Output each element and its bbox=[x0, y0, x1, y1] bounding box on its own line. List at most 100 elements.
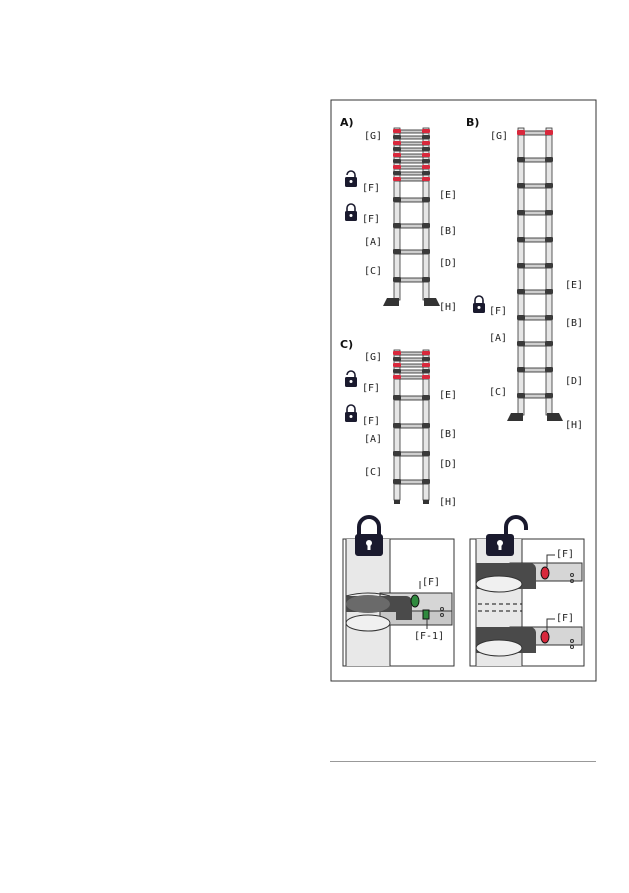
lock-icon bbox=[345, 170, 357, 187]
panel-b-title: B) bbox=[466, 116, 479, 129]
ladder-foot bbox=[424, 298, 440, 306]
rung-clamp bbox=[545, 210, 553, 215]
rung-clamp bbox=[393, 165, 401, 169]
label-b-g: [G] bbox=[490, 131, 508, 142]
rung-clamp bbox=[545, 315, 553, 320]
panel-a-title: A) bbox=[340, 116, 354, 129]
rung-clamp bbox=[393, 147, 401, 151]
rung-clamp bbox=[517, 210, 525, 215]
label-detail-f: [F] bbox=[422, 577, 440, 588]
rung-clamp bbox=[393, 177, 401, 181]
detail-locked: [F] [F-1] bbox=[342, 515, 455, 667]
rung-clamp bbox=[422, 141, 430, 145]
rung-clamp bbox=[393, 277, 401, 282]
ladder-a-illustration bbox=[383, 127, 440, 306]
rung-clamp bbox=[422, 135, 430, 139]
rung-clamp bbox=[393, 375, 401, 379]
rung-clamp bbox=[422, 277, 430, 282]
rung-clamp bbox=[393, 451, 401, 456]
detail-unlocked: [F] [F] bbox=[469, 515, 585, 667]
rung-clamp bbox=[517, 341, 525, 346]
ladder-foot bbox=[507, 413, 523, 421]
rung-clamp bbox=[545, 130, 553, 135]
rung-clamp bbox=[422, 423, 430, 428]
ladder-foot bbox=[547, 413, 563, 421]
rung-clamp bbox=[393, 351, 401, 355]
label-a-f2: [F] bbox=[362, 214, 380, 225]
rung-clamp bbox=[393, 357, 401, 361]
rung-clamp bbox=[422, 177, 430, 181]
label-detail-f-bottom: [F] bbox=[556, 613, 574, 624]
rung-clamp bbox=[393, 153, 401, 157]
green-indicator bbox=[410, 594, 420, 608]
label-c-h: [H] bbox=[439, 497, 457, 508]
lock-icon bbox=[345, 370, 357, 387]
rung-clamp bbox=[393, 249, 401, 254]
ladder-foot bbox=[394, 500, 400, 504]
rung-clamp bbox=[517, 130, 525, 135]
label-c-a: [A] bbox=[364, 434, 382, 445]
rung-clamp bbox=[517, 183, 525, 188]
rung-clamp bbox=[422, 159, 430, 163]
rung-clamp bbox=[422, 171, 430, 175]
label-a-g: [G] bbox=[364, 131, 382, 142]
label-b-c: [C] bbox=[489, 387, 507, 398]
rung-clamp bbox=[422, 357, 430, 361]
lock-icon bbox=[345, 404, 357, 422]
rung-clamp bbox=[545, 393, 553, 398]
rung-clamp bbox=[422, 363, 430, 367]
ladder-c-illustration bbox=[393, 349, 430, 504]
label-c-d: [D] bbox=[439, 459, 457, 470]
red-indicator bbox=[540, 566, 550, 580]
rung-clamp bbox=[422, 395, 430, 400]
label-c-f1: [F] bbox=[362, 383, 380, 394]
panel-c-title: C) bbox=[340, 338, 353, 351]
rung-clamp bbox=[422, 369, 430, 373]
rung-clamp bbox=[545, 263, 553, 268]
label-c-e: [E] bbox=[439, 390, 457, 401]
label-c-b: [B] bbox=[439, 429, 457, 440]
red-indicator bbox=[540, 630, 550, 644]
lock-icon bbox=[355, 515, 383, 556]
rung-clamp bbox=[545, 367, 553, 372]
label-c-c: [C] bbox=[364, 467, 382, 478]
label-b-d: [D] bbox=[565, 376, 583, 387]
rung-clamp bbox=[517, 157, 525, 162]
label-detail-f-top: [F] bbox=[556, 549, 574, 560]
rung-clamp bbox=[545, 341, 553, 346]
label-a-d: [D] bbox=[439, 258, 457, 269]
label-b-h: [H] bbox=[565, 420, 583, 431]
rung-clamp bbox=[422, 479, 430, 484]
rung-clamp bbox=[422, 197, 430, 202]
rung-clamp bbox=[517, 367, 525, 372]
rung-clamp bbox=[517, 289, 525, 294]
rung-clamp bbox=[422, 375, 430, 379]
rung-clamp bbox=[422, 147, 430, 151]
rung-clamp bbox=[422, 165, 430, 169]
rung-clamp bbox=[545, 289, 553, 294]
rung-clamp bbox=[393, 369, 401, 373]
label-b-e: [E] bbox=[565, 280, 583, 291]
bottom-rule bbox=[330, 761, 596, 762]
rung-clamp bbox=[393, 423, 401, 428]
lock-icon bbox=[473, 295, 485, 313]
panel-a: A) [G] [F] [E] [F] [B] [A] [D] [C] [H] bbox=[340, 116, 457, 313]
rung-clamp bbox=[545, 183, 553, 188]
rung-clamp bbox=[393, 159, 401, 163]
ladder-foot bbox=[383, 298, 399, 306]
rung-clamp bbox=[517, 393, 525, 398]
label-a-e: [E] bbox=[439, 190, 457, 201]
rung-clamp bbox=[393, 171, 401, 175]
label-b-f: [F] bbox=[489, 306, 507, 317]
rung-clamp bbox=[422, 249, 430, 254]
rung-clamp bbox=[393, 479, 401, 484]
label-a-h: [H] bbox=[439, 302, 457, 313]
label-b-b: [B] bbox=[565, 318, 583, 329]
label-detail-f1: [F-1] bbox=[414, 631, 444, 642]
rung-clamp bbox=[422, 153, 430, 157]
rung-clamp bbox=[422, 351, 430, 355]
rung-clamp bbox=[393, 197, 401, 202]
ladder-foot bbox=[423, 500, 429, 504]
label-a-f1: [F] bbox=[362, 183, 380, 194]
